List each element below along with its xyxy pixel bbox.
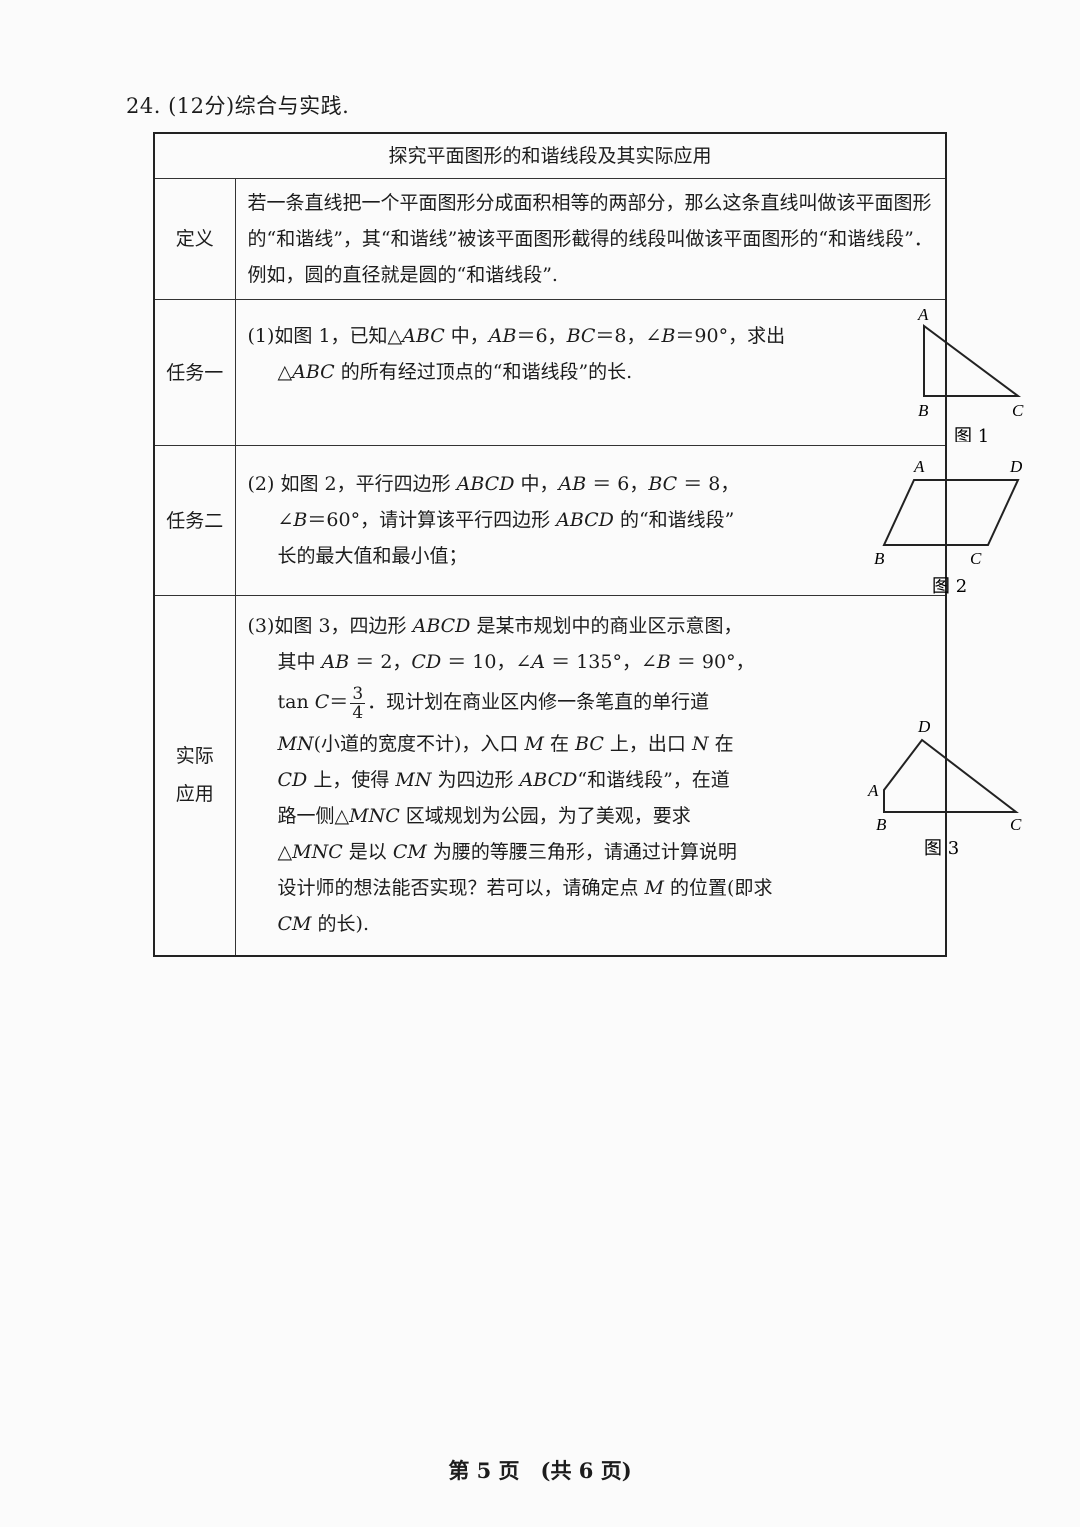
app-text-line1: (3)如图 3，四边形 ABCD 是某市规划中的商业区示意图， (247, 615, 743, 637)
app-text-line2: 其中 AB ＝ 2，CD ＝ 10，∠A ＝ 135°，∠B ＝ 90°， (277, 651, 755, 673)
fig3-label-c: C (1010, 815, 1022, 834)
fig2-caption: 图 2 (932, 576, 967, 595)
figure-3-quadrilateral: D A B C 图 3 (867, 717, 1022, 856)
application-content: (3)如图 3，四边形 ABCD 是某市规划中的商业区示意图， 其中 AB ＝ … (234, 595, 1022, 957)
fig3-label-a: A (867, 781, 879, 800)
task1-text-line2: △ABC 的所有经过顶点的“和谐线段”的长. (277, 361, 633, 383)
fig3-label-d: D (917, 717, 931, 736)
fig1-caption: 图 1 (954, 426, 989, 442)
fig1-label-b: B (918, 401, 929, 420)
task1-label: 任务一 (153, 299, 236, 446)
application-label-line2: 应用 (175, 783, 214, 806)
task2-text-line2: ∠B＝60°，请计算该平行四边形 ABCD 的“和谐线段” (277, 509, 735, 531)
fig2-label-d: D (1009, 457, 1023, 476)
application-label-line1: 实际 (175, 745, 214, 768)
table-header-row: 探究平面图形的和谐线段及其实际应用 (152, 132, 948, 179)
page-footer: 第 5 页 (共 6 页) (448, 1458, 632, 1483)
task2-row: 任务二 (2) 如图 2，平行四边形 ABCD 中，AB ＝ 6，BC ＝ 8，… (153, 445, 1023, 596)
definition-row: 定义 若一条直线把一个平面图形分成面积相等的两部分，那么这条直线叫做该平面图形的… (153, 178, 948, 300)
table-header: 探究平面图形的和谐线段及其实际应用 (152, 132, 948, 179)
app-text-line4: MN(小道的宽度不计)，入口 M 在 BC 上，出口 N 在 (277, 732, 734, 755)
app-text-line8: 设计师的想法能否实现？若可以，请确定点 M 的位置(即求 CM 的长). (277, 876, 773, 935)
application-row: 实际 应用 (3)如图 3，四边形 ABCD 是某市规划中的商业区示意图， 其中… (153, 595, 1022, 957)
task1-text: (1)如图 1，已知△ABC 中，AB＝6，BC＝8，∠B＝90°，求出 (247, 325, 786, 347)
application-label: 实际 应用 (153, 595, 236, 957)
task1-content: (1)如图 1，已知△ABC 中，AB＝6，BC＝8，∠B＝90°，求出 △AB… (234, 299, 1024, 446)
fig3-label-b: B (876, 815, 887, 834)
app-text-line6: 路一侧△MNC 区域规划为公园，为了美观，要求 (277, 804, 691, 827)
task2-content: (2) 如图 2，平行四边形 ABCD 中，AB ＝ 6，BC ＝ 8， ∠B＝… (234, 445, 1023, 596)
fig3-caption: 图 3 (924, 838, 959, 856)
fig1-label-c: C (1012, 401, 1024, 420)
fig2-label-b: B (874, 549, 885, 568)
task2-text-line3: 长的最大值和最小值； (277, 545, 468, 567)
task2-label: 任务二 (153, 445, 236, 596)
question-title: 24. (12分)综合与实践. (126, 94, 350, 118)
fig2-label-a: A (913, 457, 925, 476)
definition-text: 若一条直线把一个平面图形分成面积相等的两部分，那么这条直线叫做该平面图形的“和谐… (234, 178, 948, 300)
fig2-label-c: C (970, 549, 982, 568)
app-text-line5: CD 上，使得 MN 为四边形 ABCD“和谐线段”，在道 (277, 768, 730, 791)
definition-label: 定义 (153, 178, 236, 300)
app-text-line7: △MNC 是以 CM 为腰的等腰三角形，请通过计算说明 (277, 840, 737, 863)
fig1-label-a: A (917, 306, 929, 324)
task1-row: 任务一 (1)如图 1，已知△ABC 中，AB＝6，BC＝8，∠B＝90°，求出… (153, 299, 1024, 446)
task2-text: (2) 如图 2，平行四边形 ABCD 中，AB ＝ 6，BC ＝ 8， (247, 473, 740, 495)
figure-1-right-triangle: A B C 图 1 (917, 306, 1024, 442)
figure-2-parallelogram: A D B C 图 2 (874, 457, 1023, 595)
task-table: 探究平面图形的和谐线段及其实际应用 定义 若一条直线把一个平面图形分成面积相等的… (152, 132, 1024, 957)
